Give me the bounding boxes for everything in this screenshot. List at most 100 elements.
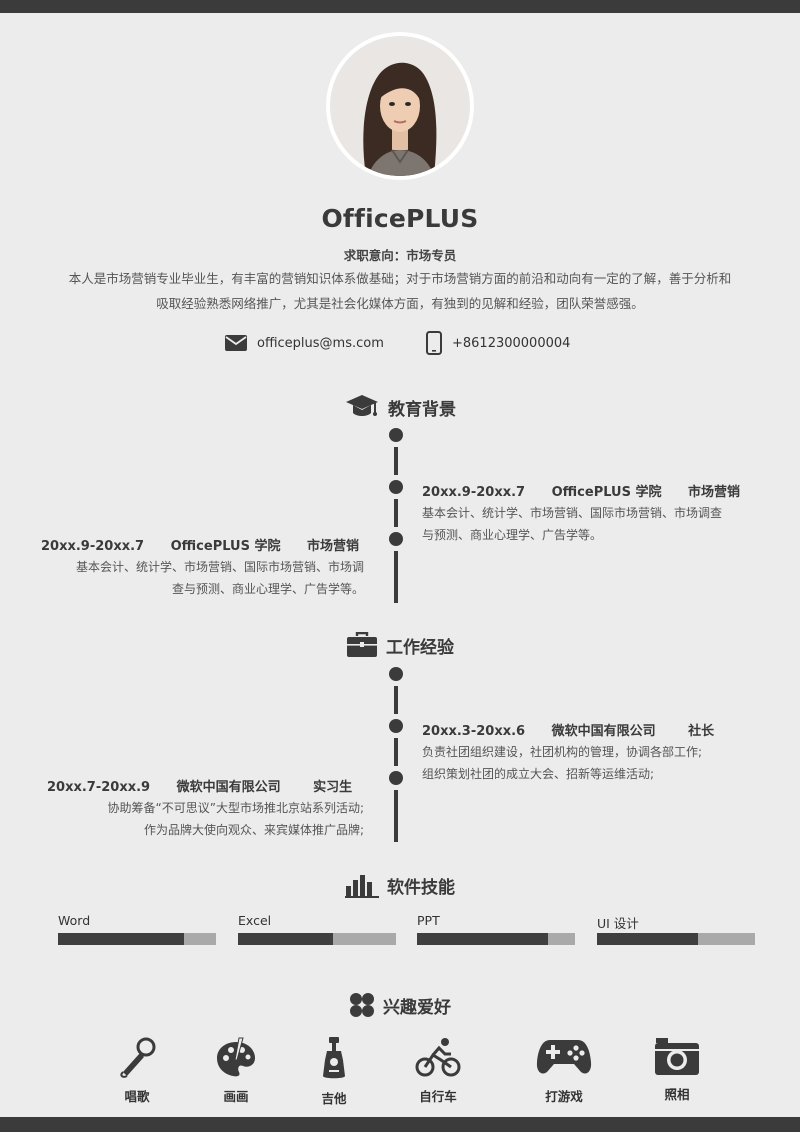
palette-icon [217,1037,255,1077]
description-line: 基本会计、统计学、市场营销、国际市场营销、市场调 [75,560,364,574]
self-introduction: 本人是市场营销专业毕业生，有丰富的营销知识体系做基础；对于市场营销方面的前沿和动… [38,266,762,316]
hobbies-section-title: 兴趣爱好 [0,992,800,1018]
description-line: 协助筹备“不可思议”大型市场推北京站系列活动; [107,801,364,815]
major-name: 市场营销 [688,485,741,500]
intro-line: 吸取经验熟悉网络推广，尤其是社会化媒体方面，有独到的见解和经验，团队荣誉感强。 [156,296,644,311]
hobby-label: 打游戏 [545,1089,583,1104]
skill-bar-track [417,933,575,945]
skill-item: Word [58,913,218,945]
education-period: 20xx.9-20xx.7 [41,539,145,554]
guitar-icon [323,1037,345,1079]
timeline-line [394,686,398,714]
skill-item: Excel [238,913,398,945]
work-entry-heading: 20xx.7-20xx.9 微软中国有限公司 实习生 [47,776,352,795]
work-section-title: 工作经验 [0,632,800,658]
email-text: officeplus@ms.com [257,335,384,351]
education-period: 20xx.9-20xx.7 [422,485,526,500]
major-name: 市场营销 [307,539,360,554]
gamepad-icon [536,1040,592,1074]
skill-bar-fill [597,933,699,945]
phone-text: +8612300000004 [452,335,571,351]
timeline-line [394,551,398,603]
skill-label: UI 设计 [597,916,639,931]
briefcase-icon [347,632,377,657]
timeline-dot [389,719,403,733]
candidate-name: OfficePLUS [321,204,479,233]
timeline-line [394,738,398,766]
graduation-cap-icon [346,395,378,416]
work-entry-description: 负责社团组织建设，社团机构的管理，协调各部工作; 组织策划社团的成立大会、招新等… [422,741,772,785]
envelope-icon [225,335,247,351]
school-name: OfficePLUS 学院 [170,539,281,554]
work-period: 20xx.3-20xx.6 [422,724,526,739]
portrait-photo [330,36,470,176]
description-line: 组织策划社团的成立大会、招新等运维活动; [422,767,655,781]
education-entry-heading: 20xx.9-20xx.7 OfficePLUS 学院 市场营销 [41,535,359,554]
timeline-dot [389,480,403,494]
description-line: 与预测、商业心理学、广告学等。 [422,528,603,542]
hobby-label: 画画 [223,1089,249,1104]
education-entry-description: 基本会计、统计学、市场营销、国际市场营销、市场调 查与预测、商业心理学、广告学等… [20,556,364,600]
bar-chart-icon [345,874,379,898]
skill-bar-track [597,933,755,945]
phone-contact[interactable]: +8612300000004 [426,330,570,356]
avatar [326,32,474,180]
job-intent: 求职意向：市场专员 [343,248,457,263]
hobby-item: 照相 [637,1036,717,1103]
hobby-label: 照相 [664,1087,690,1102]
work-entry-description: 协助筹备“不可思议”大型市场推北京站系列活动; 作为品牌大使向观众、来宾媒体推广… [20,797,364,841]
hobby-label: 吉他 [321,1091,347,1106]
skill-bar-track [58,933,216,945]
hobbies-title: 兴趣爱好 [383,997,451,1018]
email-contact[interactable]: officeplus@ms.com [225,330,384,356]
timeline-dot [389,771,403,785]
education-entry-description: 基本会计、统计学、市场营销、国际市场营销、市场调查 与预测、商业心理学、广告学等… [422,502,772,546]
skill-label: PPT [417,913,440,928]
timeline-line [394,447,398,475]
hobby-label: 唱歌 [124,1089,150,1104]
skill-bar-fill [417,933,549,945]
microphone-icon [120,1037,156,1078]
description-line: 基本会计、统计学、市场营销、国际市场营销、市场调查 [422,506,723,520]
school-name: OfficePLUS 学院 [551,485,662,500]
work-entry-heading: 20xx.3-20xx.6 微软中国有限公司 社长 [422,720,714,739]
hobby-item: 打游戏 [524,1036,604,1105]
phone-icon [426,331,442,355]
skill-bar-track [238,933,396,945]
description-line: 查与预测、商业心理学、广告学等。 [171,582,364,596]
skill-label: Word [58,913,91,928]
skills-section-title: 软件技能 [0,873,800,898]
description-line: 负责社团组织建设，社团机构的管理，协调各部工作; [422,745,703,759]
education-title: 教育背景 [388,399,456,420]
description-line: 作为品牌大使向观众、来宾媒体推广品牌; [143,823,364,837]
hobby-label: 自行车 [419,1089,457,1104]
work-title: 工作经验 [386,637,454,658]
skill-item: UI 设计 [597,913,757,945]
timeline-line [394,499,398,527]
company-name: 微软中国有限公司 [551,724,656,739]
hobby-item: 唱歌 [97,1036,177,1105]
timeline-dot [389,428,403,442]
clover-icon [350,993,374,1017]
bottom-bar [0,1117,800,1132]
skill-bar-fill [58,933,185,945]
hobby-item: 画画 [196,1036,276,1105]
hobby-item: 吉他 [294,1036,374,1107]
company-name: 微软中国有限公司 [176,780,281,795]
timeline-dot [389,532,403,546]
job-role: 实习生 [313,780,353,795]
hobby-item: 自行车 [398,1036,478,1105]
intro-line: 本人是市场营销专业毕业生，有丰富的营销知识体系做基础；对于市场营销方面的前沿和动… [68,271,732,286]
timeline-dot [389,667,403,681]
top-bar [0,0,800,13]
camera-icon [655,1038,699,1075]
bicycle-icon [415,1038,461,1077]
education-section-title: 教育背景 [0,393,800,421]
job-role: 社长 [688,724,715,739]
skill-label: Excel [238,913,272,928]
education-entry-heading: 20xx.9-20xx.7 OfficePLUS 学院 市场营销 [422,481,740,500]
skills-title: 软件技能 [387,878,455,898]
timeline-line [394,790,398,842]
skill-bar-fill [238,933,333,945]
work-period: 20xx.7-20xx.9 [47,780,151,795]
